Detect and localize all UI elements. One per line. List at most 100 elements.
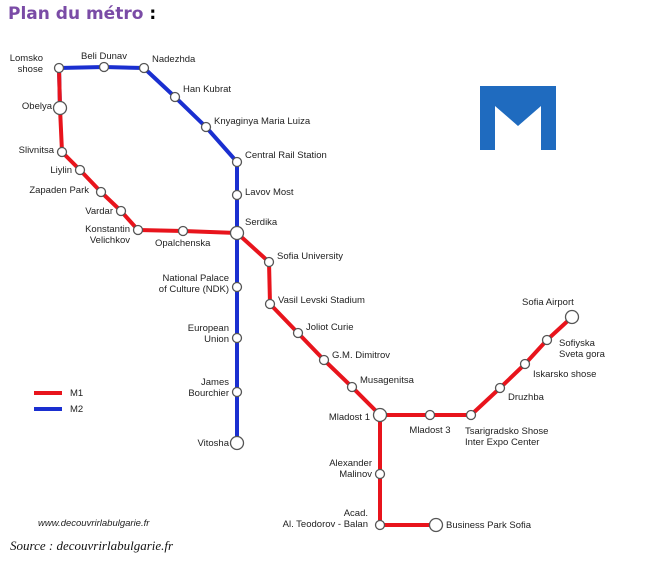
station-marker-lomsko-shose[interactable]: [53, 62, 65, 74]
m1-route-line: [57, 67, 574, 417]
station-marker-slivnitsa[interactable]: [56, 146, 68, 158]
station-label-sofia-airport: Sofia Airport: [522, 297, 574, 308]
station-marker-opalchenska[interactable]: [177, 225, 189, 237]
station-marker-musagenitsa[interactable]: [346, 381, 358, 393]
station-marker-james-bourchier[interactable]: [231, 386, 243, 398]
station-marker-knyaginya-maria-luiza[interactable]: [200, 121, 212, 133]
station-label-druzhba: Druzhba: [508, 392, 545, 403]
station-label-vitosha: Vitosha: [197, 438, 229, 449]
station-marker-liylin[interactable]: [74, 164, 86, 176]
station-marker-obelya[interactable]: [52, 100, 68, 116]
m2-legend-label: M2: [70, 404, 83, 415]
station-label-line: European: [188, 323, 229, 334]
station-marker-european-union[interactable]: [231, 332, 243, 344]
station-label-g-m-dimitrov: G.M. Dimitrov: [332, 350, 390, 361]
station-label-line: Lavov Most: [245, 187, 294, 198]
station-marker-vitosha[interactable]: [229, 435, 245, 451]
station-label-nadezhda: Nadezhda: [152, 54, 196, 65]
station-marker-sofia-airport[interactable]: [564, 309, 580, 325]
station-label-central-rail-station: Central Rail Station: [245, 150, 327, 161]
station-label-line: National Palace: [162, 273, 229, 284]
station-label-slivnitsa: Slivnitsa: [19, 145, 55, 156]
station-marker-konstantin-velichkov[interactable]: [132, 224, 144, 236]
station-label-knyaginya-maria-luiza: Knyaginya Maria Luiza: [214, 116, 311, 127]
station-label-line: Bourchier: [188, 388, 229, 399]
station-marker-iskarsko-shose[interactable]: [519, 358, 531, 370]
station-label-line: Velichkov: [90, 235, 130, 246]
station-label-line: Sofiyska: [559, 338, 596, 349]
station-marker-serdika[interactable]: [229, 225, 245, 241]
station-label-opalchenska: Opalchenska: [155, 238, 211, 249]
station-label-line: Sveta gora: [559, 349, 606, 360]
station-label-line: Sofia University: [277, 251, 343, 262]
station-marker-national-palace-of-culture-ndk[interactable]: [231, 281, 243, 293]
station-label-line: Central Rail Station: [245, 150, 327, 161]
station-label-vasil-levski-stadium: Vasil Levski Stadium: [278, 295, 365, 306]
station-label-line: Al. Teodorov - Balan: [283, 519, 368, 530]
m1-branch-route-line: [378, 415, 436, 527]
station-marker-tsarigradsko-shose[interactable]: [465, 409, 477, 421]
station-marker-sofia-university[interactable]: [263, 256, 275, 268]
station-marker-alexander-malinov[interactable]: [374, 468, 386, 480]
station-label-sofia-university: Sofia University: [277, 251, 343, 262]
station-marker-zapaden-park[interactable]: [95, 186, 107, 198]
station-marker-mladost-3[interactable]: [424, 409, 436, 421]
station-label-line: Joliot Curie: [306, 322, 354, 333]
station-label-line: Nadezhda: [152, 54, 196, 65]
station-label-vardar: Vardar: [85, 206, 113, 217]
station-marker-lavov-most[interactable]: [231, 189, 243, 201]
station-label-line: James: [201, 377, 229, 388]
station-label-line: Mladost 3: [409, 425, 450, 436]
station-label-acad-al-teodorov-balan: Acad.Al. Teodorov - Balan: [283, 508, 368, 530]
station-marker-business-park-sofia[interactable]: [428, 517, 444, 533]
station-label-line: Mladost 1: [329, 412, 370, 423]
station-label-line: Sofia Airport: [522, 297, 574, 308]
station-label-beli-dunav: Beli Dunav: [81, 51, 127, 62]
station-label-line: Alexander: [329, 458, 372, 469]
station-label-line: Druzhba: [508, 392, 545, 403]
station-label-joliot-curie: Joliot Curie: [306, 322, 354, 333]
station-marker-druzhba[interactable]: [494, 382, 506, 394]
station-marker-g-m-dimitrov[interactable]: [318, 354, 330, 366]
page-title-colon: :: [149, 4, 157, 24]
station-label-zapaden-park: Zapaden Park: [29, 185, 89, 196]
station-label-line: Acad.: [344, 508, 368, 519]
station-marker-nadezhda[interactable]: [138, 62, 150, 74]
station-label-line: Obelya: [22, 101, 53, 112]
station-marker-vardar[interactable]: [115, 205, 127, 217]
station-label-line: Slivnitsa: [19, 145, 55, 156]
station-label-line: Vardar: [85, 206, 113, 217]
station-marker-mladost-1[interactable]: [372, 407, 388, 423]
station-label-line: of Culture (NDK): [159, 284, 229, 295]
source-note: Source : decouvrirlabulgarie.fr: [10, 538, 174, 553]
station-label-line: shose: [18, 64, 43, 75]
m1-legend-label: M1: [70, 388, 83, 399]
station-label-line: Zapaden Park: [29, 185, 89, 196]
station-label-line: Serdika: [245, 217, 278, 228]
station-marker-central-rail-station[interactable]: [231, 156, 243, 168]
station-marker-joliot-curie[interactable]: [292, 327, 304, 339]
page-title-text: Plan du métro: [8, 4, 144, 24]
station-marker-sofiyska-sveta-gora[interactable]: [541, 334, 553, 346]
station-marker-beli-dunav[interactable]: [98, 61, 110, 73]
station-marker-vasil-levski-stadium[interactable]: [264, 298, 276, 310]
station-label-line: Musagenitsa: [360, 375, 415, 386]
station-label-line: Iskarsko shose: [533, 369, 596, 380]
website-credit: www.decouvrirlabulgarie.fr: [38, 518, 150, 529]
station-label-business-park-sofia: Business Park Sofia: [446, 520, 532, 531]
page-title: Plan du métro :: [8, 4, 156, 24]
station-label-line: Beli Dunav: [81, 51, 127, 62]
station-label-line: G.M. Dimitrov: [332, 350, 390, 361]
station-marker-han-kubrat[interactable]: [169, 91, 181, 103]
station-label-line: Knyaginya Maria Luiza: [214, 116, 311, 127]
station-marker-acad-al-teodorov-balan[interactable]: [374, 519, 386, 531]
station-label-iskarsko-shose: Iskarsko shose: [533, 369, 596, 380]
station-label-serdika: Serdika: [245, 217, 278, 228]
